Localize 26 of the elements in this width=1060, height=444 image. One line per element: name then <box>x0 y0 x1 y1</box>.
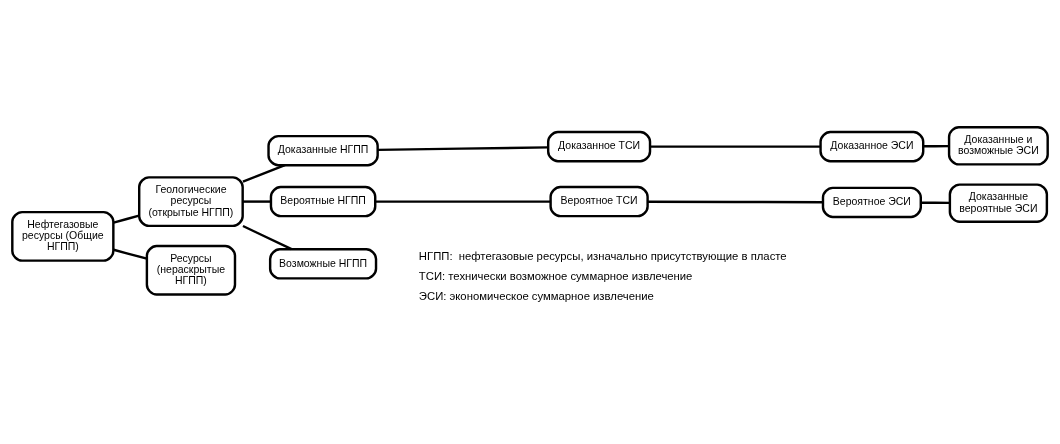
connector <box>647 200 823 204</box>
connector <box>920 201 950 205</box>
label: ТСИ: технически возможное суммарное извлечение <box>418 270 693 283</box>
node-box: Вероятное ЭСИ <box>821 186 922 219</box>
node-box: Вероятное ТСИ <box>549 185 649 218</box>
connector <box>375 200 551 203</box>
connector <box>113 248 148 260</box>
node-box: Геологические ресурсы (открытые НГПП) <box>138 176 244 228</box>
connector <box>242 164 286 183</box>
label: ЭСИ: экономическое суммарное извлечение <box>418 290 654 303</box>
connector <box>650 145 821 148</box>
node-box: Вероятные НГПП <box>269 185 377 218</box>
node-box: Доказанные и возможные ЭСИ <box>947 126 1049 166</box>
connector <box>923 144 949 148</box>
connector <box>242 224 293 251</box>
label: НГПП: нефтегазовые ресурсы, изначально присутствующие в пласте <box>418 249 787 262</box>
node-box: Возможные НГПП <box>268 248 378 280</box>
connector <box>113 214 140 224</box>
node-box: Доказанное ТСИ <box>547 130 652 163</box>
connector <box>377 146 549 152</box>
node-box: Нефтегазовые ресурсы (Общие НГПП) <box>11 210 115 262</box>
connector <box>242 200 271 203</box>
node-box: Доказанные вероятные ЭСИ <box>948 183 1049 223</box>
node-box: Доказанные НГПП <box>267 134 379 167</box>
node-box: Ресурсы (нераскрытые НГПП) <box>145 244 237 296</box>
node-box: Доказанное ЭСИ <box>819 130 925 163</box>
